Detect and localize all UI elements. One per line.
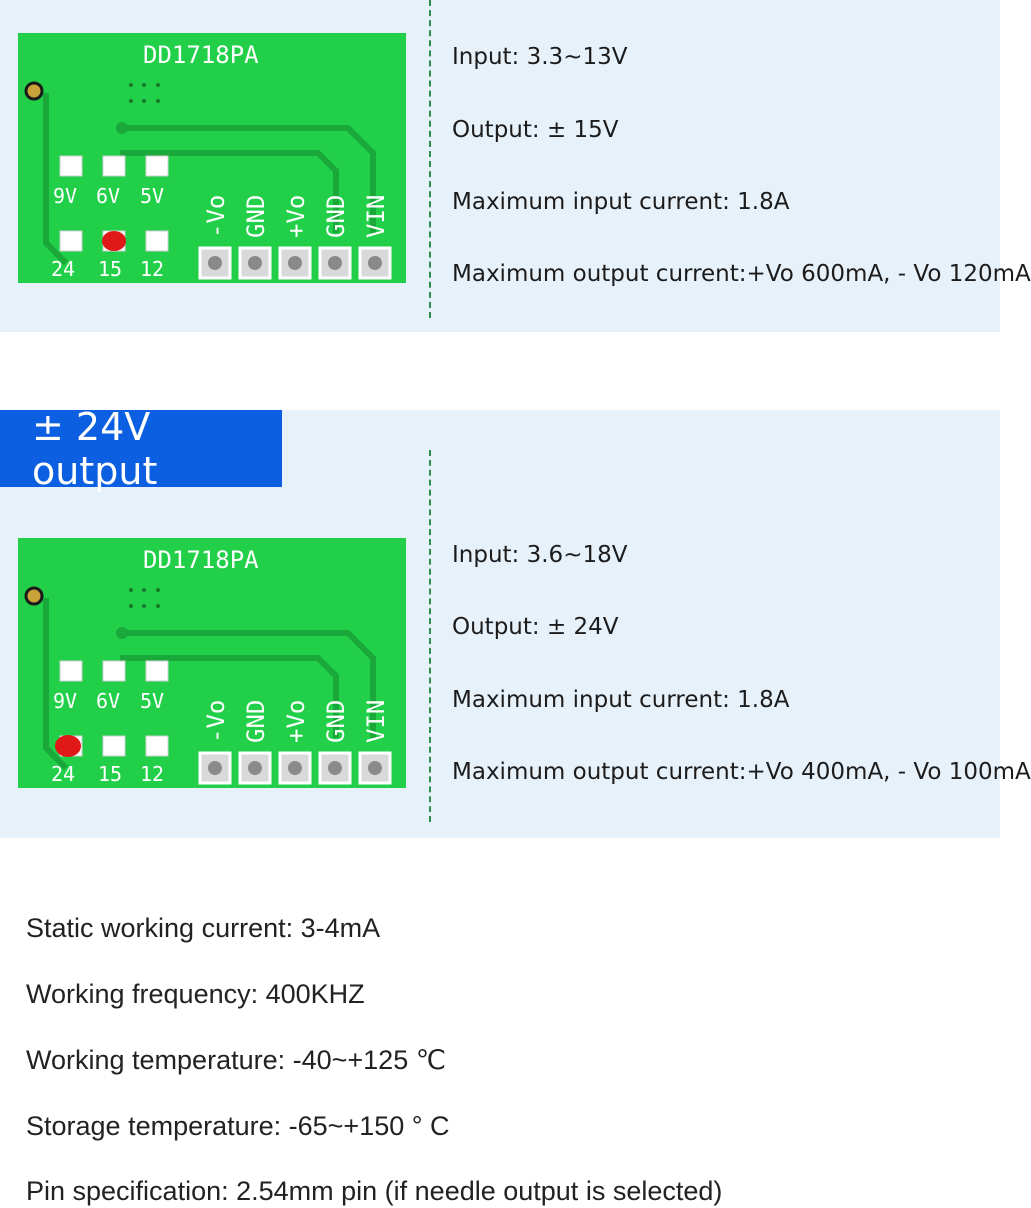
pin-label-minus-vo: -Vo (202, 195, 230, 238)
jumper-label-12: 12 (140, 762, 164, 786)
spec-output: Output: ± 24V (452, 614, 619, 640)
pin-label-plus-vo: +Vo (282, 195, 310, 238)
pin-label-plus-vo: +Vo (282, 700, 310, 743)
pin-label-gnd-1: GND (242, 195, 270, 238)
jumper-label-12: 12 (140, 257, 164, 281)
spec-panel-24v: ± 24V output DD1718PA 9V 6V 5V 24 15 12 (0, 405, 1031, 838)
spec-working-temperature: Working temperature: -40~+125 ℃ (26, 1045, 447, 1075)
jumper-label-9v: 9V (53, 689, 77, 713)
dashed-divider (429, 450, 431, 822)
jumper-label-24: 24 (51, 257, 75, 281)
pin-label-gnd-2: GND (322, 195, 350, 238)
spec-output: Output: ± 15V (452, 117, 619, 143)
pin-label-vin: VIN (362, 195, 390, 238)
solder-bridge-marker (55, 735, 81, 757)
spec-storage-temperature: Storage temperature: -65~+150 ° C (26, 1111, 450, 1141)
pin-label-vin: VIN (362, 700, 390, 743)
board-label: DD1718PA (143, 546, 259, 574)
spec-max-output-current: Maximum output current:+Vo 400mA, - Vo 1… (452, 759, 1031, 785)
jumper-label-15: 15 (98, 762, 122, 786)
spec-max-input-current: Maximum input current: 1.8A (452, 189, 790, 215)
spec-pin-specification: Pin specification: 2.54mm pin (if needle… (26, 1176, 723, 1206)
pin-label-minus-vo: -Vo (202, 700, 230, 743)
spec-static-current: Static working current: 3-4mA (26, 913, 381, 943)
pcb-board-image: DD1718PA 9V 6V 5V 24 15 12 (18, 33, 406, 283)
jumper-label-6v: 6V (96, 689, 120, 713)
solder-bridge-marker (102, 231, 126, 251)
section-badge: ± 24V output (0, 405, 282, 493)
spec-panel-15v: DD1718PA 9V 6V 5V 24 15 12 (0, 0, 1031, 332)
jumper-label-15: 15 (98, 257, 122, 281)
spec-input: Input: 3.3~13V (452, 44, 628, 70)
pin-label-gnd-1: GND (242, 700, 270, 743)
jumper-label-9v: 9V (53, 184, 77, 208)
spec-max-input-current: Maximum input current: 1.8A (452, 687, 790, 713)
spec-input: Input: 3.6~18V (452, 542, 628, 568)
spec-working-frequency: Working frequency: 400KHZ (26, 979, 365, 1009)
dashed-divider (429, 0, 431, 318)
board-label: DD1718PA (143, 41, 259, 69)
spec-max-output-current: Maximum output current:+Vo 600mA, - Vo 1… (452, 261, 1031, 287)
jumper-label-5v: 5V (140, 184, 164, 208)
pcb-board-image: DD1718PA 9V 6V 5V 24 15 12 (18, 538, 406, 788)
jumper-label-6v: 6V (96, 184, 120, 208)
jumper-label-24: 24 (51, 762, 75, 786)
pin-label-gnd-2: GND (322, 700, 350, 743)
jumper-label-5v: 5V (140, 689, 164, 713)
